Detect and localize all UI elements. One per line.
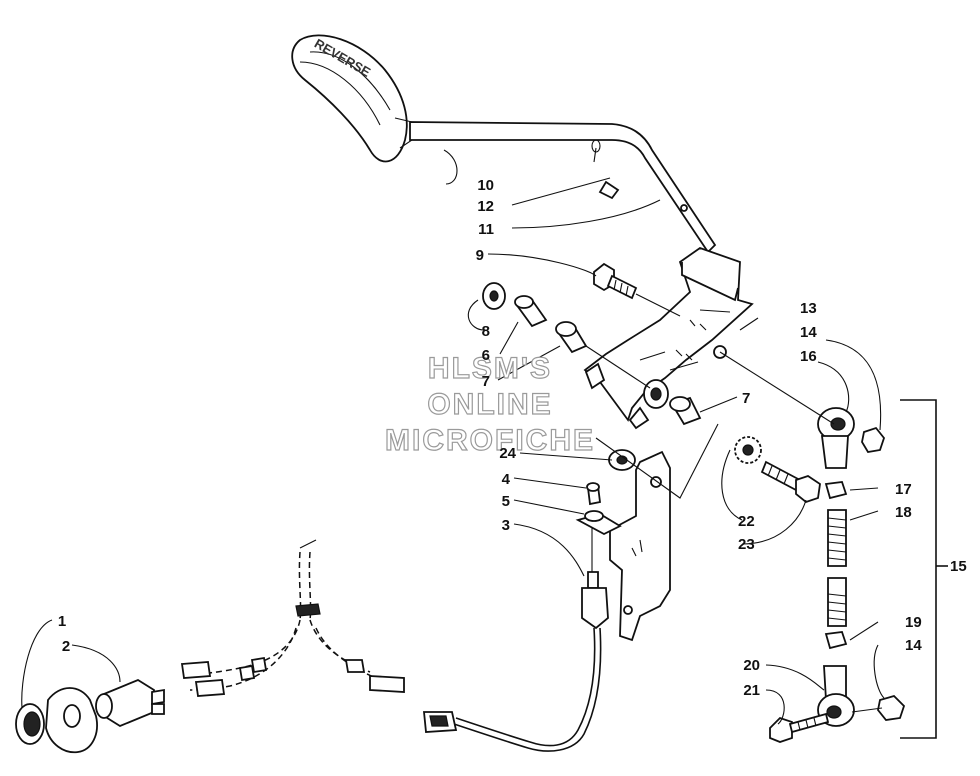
spacer-7-lower (669, 396, 702, 426)
callout-10: 10 (477, 177, 494, 194)
nut-19 (824, 631, 848, 650)
callout-7b: 7 (742, 390, 750, 407)
screw-4 (586, 482, 601, 506)
callout-8: 8 (482, 323, 490, 340)
callout-5: 5 (502, 493, 510, 510)
mount-plate (45, 687, 98, 754)
washer-5 (584, 510, 604, 522)
callout-14b: 14 (905, 637, 922, 654)
callout-7a: 7 (482, 373, 490, 390)
washer-8 (482, 282, 506, 310)
callout-6: 6 (482, 347, 490, 364)
reverse-lever-handle: REVERSE (291, 34, 413, 163)
nut-14-lower (877, 694, 906, 721)
callout-11: 11 (478, 221, 494, 238)
lock-washer-22 (734, 436, 762, 464)
callout-15: 15 (950, 558, 967, 575)
callout-19: 19 (905, 614, 922, 631)
callout-17: 17 (895, 481, 912, 498)
wiring-harness (180, 539, 405, 697)
callout-12: 12 (477, 198, 494, 215)
threaded-rod-18 (827, 509, 847, 627)
watermark-line-1: HLSM'S (428, 352, 552, 385)
leader-lines (21, 149, 885, 725)
nut-14-upper (861, 426, 886, 453)
callout-9: 9 (476, 247, 484, 264)
callout-16: 16 (800, 348, 817, 365)
reverse-switch-3 (423, 528, 609, 752)
callout-23: 23 (738, 536, 755, 553)
callout-1: 1 (58, 613, 66, 630)
reverse-lever-arm (409, 121, 717, 254)
watermark-line-2: ONLINE (427, 388, 552, 421)
bolt-21 (769, 712, 830, 743)
washer-24 (608, 449, 636, 471)
nut-17 (824, 481, 848, 500)
callout-2: 2 (62, 638, 70, 655)
callout-18: 18 (895, 504, 912, 521)
callout-3: 3 (502, 517, 510, 534)
rod-end-upper-16 (817, 407, 855, 469)
bolt-23 (760, 460, 821, 504)
bolt-9 (593, 262, 681, 317)
callout-21: 21 (743, 682, 760, 699)
watermark-line-3: MICROFICHE (385, 424, 595, 457)
spacer-7-upper (555, 321, 588, 354)
callout-4: 4 (502, 471, 511, 488)
callout-22: 22 (738, 513, 755, 530)
lever-mount-bracket (583, 246, 754, 430)
callout-14a: 14 (800, 324, 817, 341)
indicator-light-2 (95, 678, 165, 728)
callout-20: 20 (743, 657, 760, 674)
indicator-bezel-1 (15, 703, 45, 745)
callout-24: 24 (499, 445, 516, 462)
bushing-6 (514, 295, 548, 328)
callout-13: 13 (800, 300, 817, 317)
